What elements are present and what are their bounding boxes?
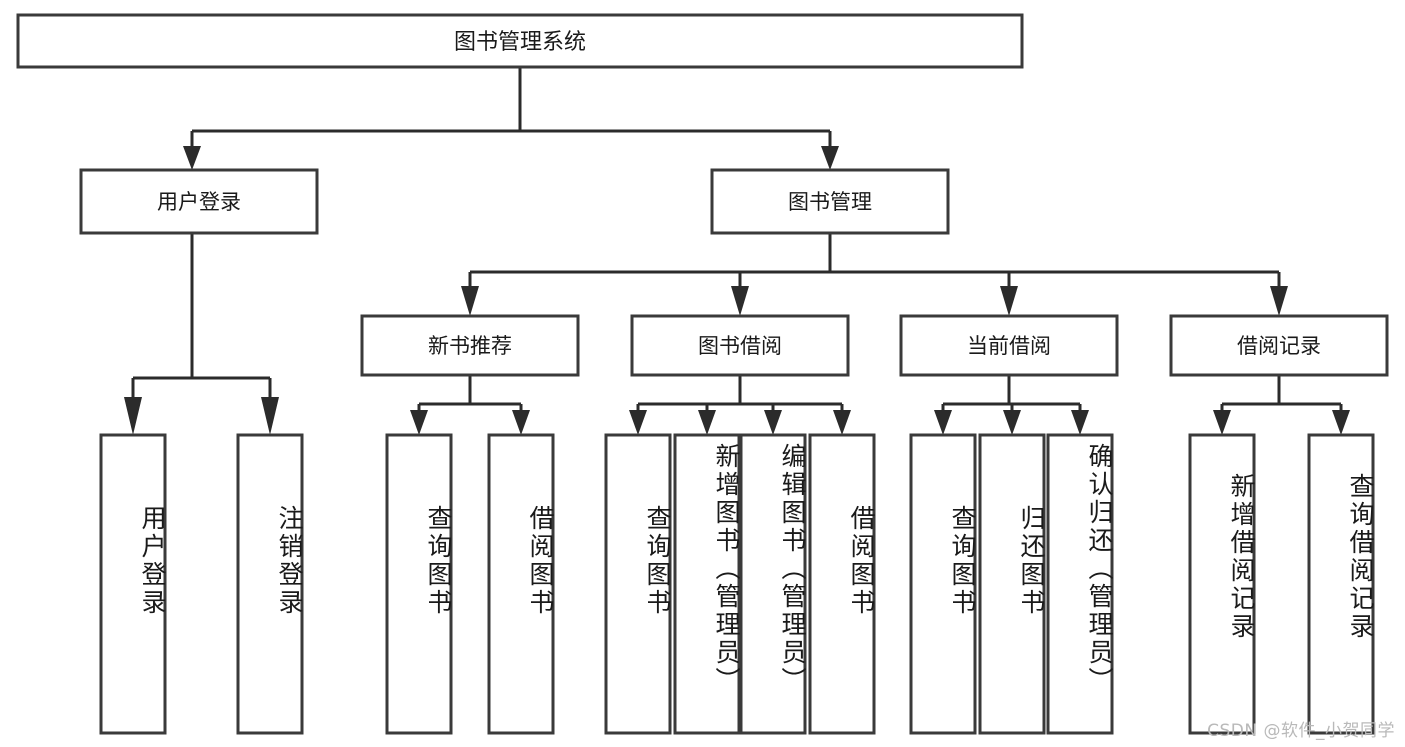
leaf-box-edit-book-admin[interactable] <box>739 433 807 735</box>
connector-group-borrow-record-leaves <box>1213 375 1350 435</box>
leaf-box-query-book-3[interactable] <box>909 433 977 735</box>
leaf-box-query-borrow-record[interactable] <box>1307 433 1375 735</box>
leaf-box-borrow-book-2[interactable] <box>808 433 876 735</box>
arrow-head-leaf-b2 <box>698 410 716 435</box>
node-book-borrow[interactable]: 图书借阅 <box>630 314 850 377</box>
node-current-borrow[interactable]: 当前借阅 <box>899 314 1119 377</box>
node-book-borrow-box[interactable] <box>630 314 850 377</box>
csdn-watermark: CSDN @软件_小贺同学 <box>1207 721 1395 741</box>
leaf-box-user-login[interactable] <box>99 433 167 735</box>
node-borrow-record-box[interactable] <box>1169 314 1389 377</box>
arrow-head-leaf-u1 <box>124 397 142 435</box>
leaf-box-query-book-1[interactable] <box>385 433 453 735</box>
arrow-head-borrow-record <box>1270 286 1288 316</box>
arrow-head-leaf-r2 <box>1332 410 1350 435</box>
arrow-head-leaf-b4 <box>833 410 851 435</box>
node-current-borrow-label: 当前借阅 <box>967 334 1051 358</box>
node-new-book-recommend-box[interactable] <box>360 314 580 377</box>
connector-group-current-borrow-leaves <box>934 375 1089 435</box>
arrow-head-leaf-b3 <box>764 410 782 435</box>
arrow-head-leaf-c2 <box>1003 410 1021 435</box>
arrow-head-new-book <box>461 286 479 316</box>
leaf-box-return-book[interactable] <box>978 433 1046 735</box>
connector-group-user-login-leaves <box>124 233 279 435</box>
connector-group-root-to-level2 <box>183 67 839 170</box>
arrow-head-book-manage <box>821 146 839 170</box>
arrow-head-leaf-b1 <box>629 410 647 435</box>
leaf-box-logout[interactable] <box>236 433 304 735</box>
arrow-head-leaf-u2 <box>261 397 279 435</box>
arrow-head-user-login <box>183 146 201 170</box>
arrow-head-leaf-n2 <box>512 410 530 435</box>
leaf-box-confirm-return-admin[interactable] <box>1046 433 1114 735</box>
arrow-head-leaf-r1 <box>1213 410 1231 435</box>
node-user-login-label: 用户登录 <box>157 190 241 214</box>
connector-group-book-borrow-leaves <box>629 375 851 435</box>
arrow-head-leaf-c1 <box>934 410 952 435</box>
node-borrow-record[interactable]: 借阅记录 <box>1169 314 1389 377</box>
arrow-head-book-borrow <box>731 286 749 316</box>
arrow-head-current-borrow <box>1000 286 1018 316</box>
node-user-login[interactable]: 用户登录 <box>79 168 319 235</box>
node-book-borrow-label: 图书借阅 <box>698 334 782 358</box>
connector-group-new-book-leaves <box>410 375 530 435</box>
node-user-login-box[interactable] <box>79 168 319 235</box>
node-new-book-recommend-label: 新书推荐 <box>428 334 512 358</box>
node-book-manage-label: 图书管理 <box>788 190 872 214</box>
connector-group-book-manage-to-level3 <box>461 233 1288 316</box>
node-new-book-recommend[interactable]: 新书推荐 <box>360 314 580 377</box>
node-root-label: 图书管理系统 <box>454 30 586 55</box>
node-book-manage-box[interactable] <box>710 168 950 235</box>
node-borrow-record-label: 借阅记录 <box>1237 334 1321 358</box>
node-current-borrow-box[interactable] <box>899 314 1119 377</box>
node-book-manage[interactable]: 图书管理 <box>710 168 950 235</box>
leaf-box-add-borrow-record[interactable] <box>1188 433 1256 735</box>
leaf-box-query-book-2[interactable] <box>604 433 672 735</box>
leaf-box-add-book-admin[interactable] <box>673 433 741 735</box>
leaf-box-borrow-book-1[interactable] <box>487 433 555 735</box>
arrow-head-leaf-c3 <box>1071 410 1089 435</box>
node-root-box[interactable] <box>16 13 1024 69</box>
arrow-head-leaf-n1 <box>410 410 428 435</box>
node-root[interactable]: 图书管理系统 <box>16 13 1024 69</box>
